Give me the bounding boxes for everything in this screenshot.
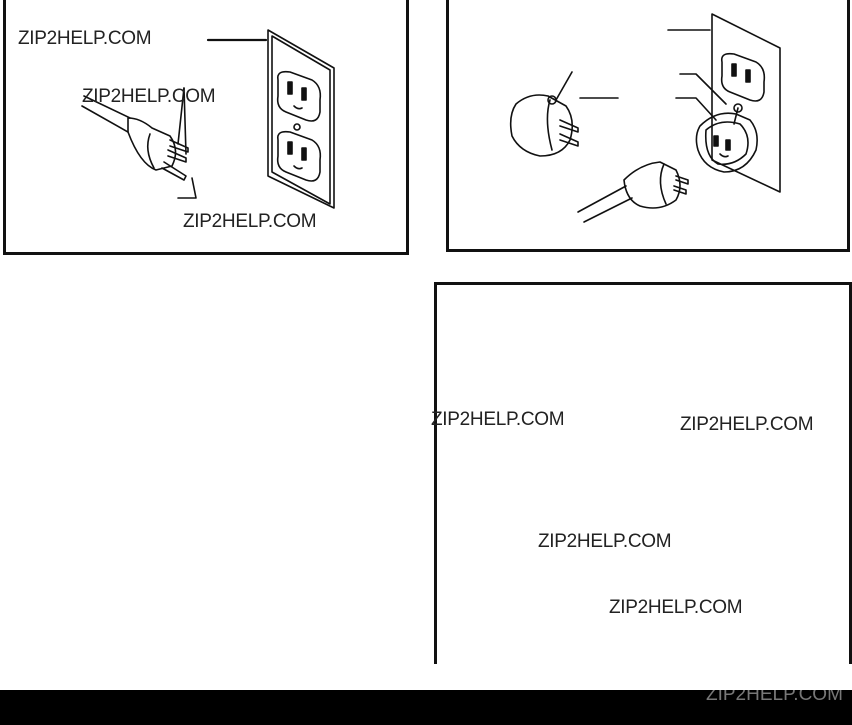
watermark-text: ZIP2HELP.COM [18, 28, 152, 49]
figure-panel-adapter [446, 0, 850, 252]
adapter-in-outlet [695, 107, 758, 173]
duplex-receptacle-a [267, 29, 335, 209]
figure-panel-grounded-plug [3, 0, 409, 255]
figure-panel-blank [434, 282, 852, 664]
watermark-text: ZIP2HELP.COM [609, 597, 743, 618]
footer-watermark-text: ZIP2HELP.COM [706, 690, 843, 705]
grounded-plug-a [81, 95, 189, 181]
grounded-plug-b [577, 161, 689, 223]
footer-bar: ZIP2HELP.COM [0, 690, 852, 725]
watermark-text: ZIP2HELP.COM [538, 531, 672, 552]
duplex-receptacle-b [711, 13, 781, 193]
adapter-loose [509, 94, 579, 157]
watermark-text: ZIP2HELP.COM [183, 211, 317, 232]
diagram-artwork [81, 13, 781, 223]
watermark-text: ZIP2HELP.COM [680, 414, 814, 435]
watermark-text: ZIP2HELP.COM [431, 409, 565, 430]
watermark-text: ZIP2HELP.COM [82, 86, 216, 107]
